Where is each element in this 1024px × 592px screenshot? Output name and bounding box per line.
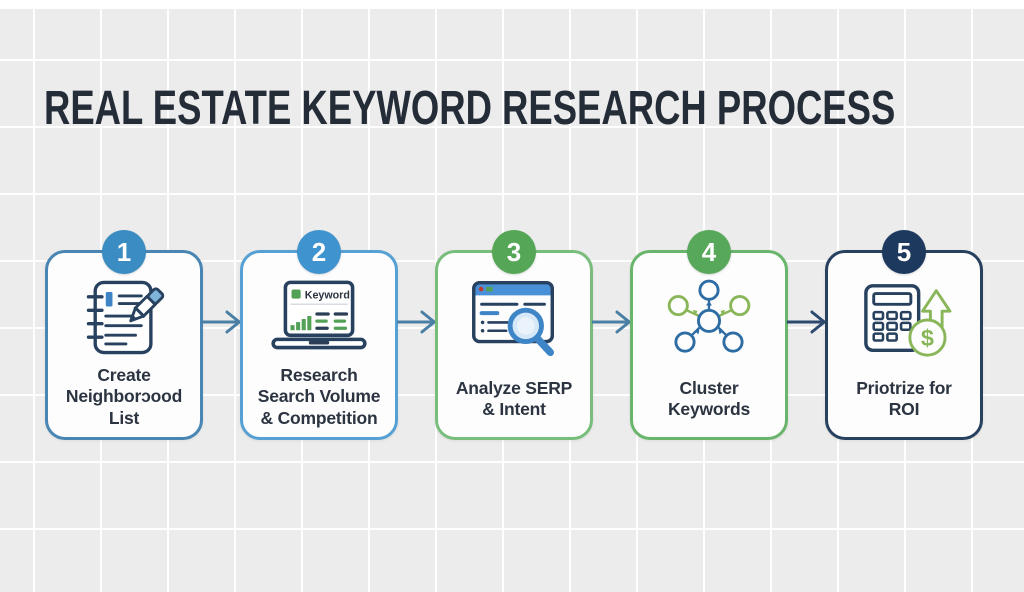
step-card-research-volume: 2 Keyword Research Search Vol <box>240 230 398 440</box>
step-label: Analyze SERP & Intent <box>455 377 573 419</box>
arrow-right-icon <box>396 310 436 334</box>
step-number-badge: 4 <box>687 230 731 274</box>
serp-search-icon <box>438 269 590 369</box>
cluster-keywords-icon <box>633 269 785 369</box>
arrow-right-icon <box>786 310 826 334</box>
step-card-prioritize-roi: 5 $ Priotrize for ROI <box>825 230 983 440</box>
step-label: Create Neighborɔood List <box>65 364 183 428</box>
step-connector <box>591 250 631 440</box>
step-connector <box>201 250 241 440</box>
step-card-cluster-keywords: 4 Cluster Keywords <box>630 230 788 440</box>
svg-text:$: $ <box>921 325 934 351</box>
arrow-right-icon <box>201 310 241 334</box>
process-steps-row: 1 <box>45 230 983 440</box>
step-card-create-list: 1 <box>45 230 203 440</box>
notebook-pen-icon <box>48 269 200 365</box>
step-number-badge: 1 <box>102 230 146 274</box>
svg-text:Keyword: Keyword <box>305 290 350 302</box>
step-connector <box>786 250 826 440</box>
step-number-badge: 5 <box>882 230 926 274</box>
arrow-right-icon <box>591 310 631 334</box>
calculator-roi-icon: $ <box>828 269 980 369</box>
page-title: REAL ESTATE KEYWORD RESEARCH PROCESS <box>44 82 896 136</box>
step-label: Cluster Keywords <box>667 377 751 419</box>
laptop-keyword-icon: Keyword <box>243 269 395 365</box>
step-number-badge: 2 <box>297 230 341 274</box>
step-card-analyze-serp: 3 Analyze SERP & Intent <box>435 230 593 440</box>
step-label: Priotrize for ROI <box>856 377 952 419</box>
top-margin-strip <box>0 0 1024 9</box>
step-number-badge: 3 <box>492 230 536 274</box>
step-connector <box>396 250 436 440</box>
step-label: Research Search Volume & Competition <box>257 364 381 428</box>
